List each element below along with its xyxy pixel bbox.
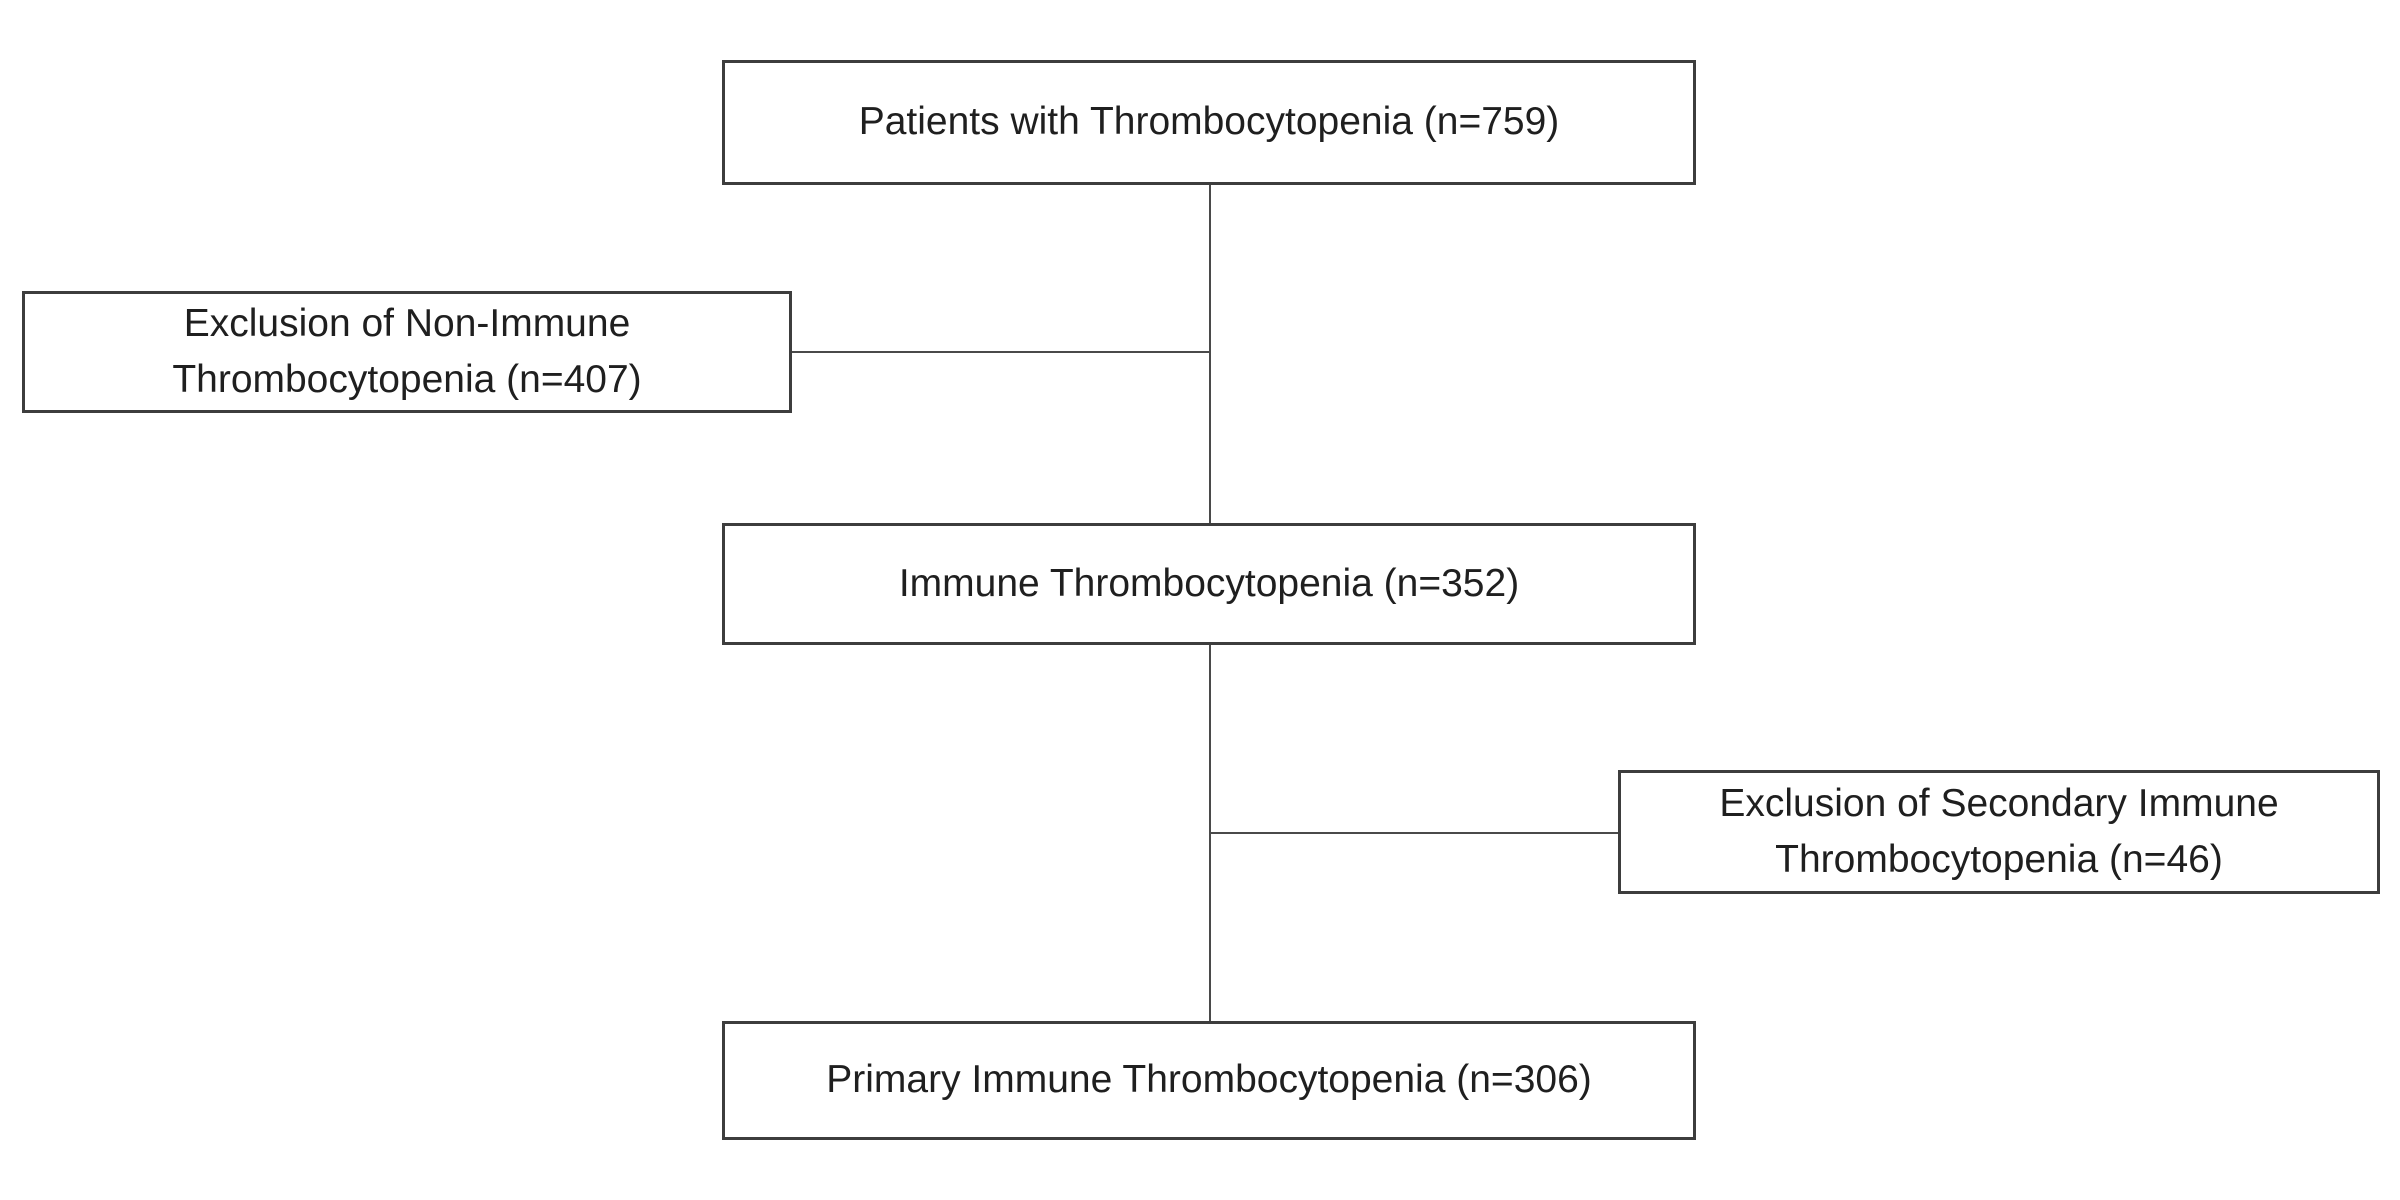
connector-immune-to-primary [1209, 645, 1211, 1021]
node-label-line: Immune Thrombocytopenia (n=352) [898, 561, 1520, 605]
node-exclusion-secondary-immune-label: Exclusion of Secondary Immune Thrombocyt… [1621, 776, 2377, 888]
node-exclusion-secondary-immune: Exclusion of Secondary Immune Thrombocyt… [1618, 770, 2380, 894]
connector-branch-secondary-exclusion [1211, 832, 1618, 834]
node-patients-total: Patients with Thrombocytopenia (n=759) [722, 60, 1696, 185]
node-immune-thrombocytopenia: Immune Thrombocytopenia (n=352) [722, 523, 1696, 645]
node-exclusion-non-immune: Exclusion of Non-Immune Thrombocytopenia… [22, 291, 792, 413]
node-label-line: Exclusion of Secondary Immune [1719, 781, 2279, 825]
node-label-line: Thrombocytopenia (n=46) [1775, 838, 2223, 881]
connector-total-to-immune [1209, 185, 1211, 523]
node-primary-immune-thrombocytopenia: Primary Immune Thrombocytopenia (n=306) [722, 1021, 1696, 1140]
node-exclusion-non-immune-label: Exclusion of Non-Immune Thrombocytopenia… [25, 296, 789, 408]
node-label-line: Exclusion of Non-Immune [183, 301, 631, 345]
node-label-line: Primary Immune Thrombocytopenia (n=306) [826, 1058, 1592, 1102]
node-label-line: Thrombocytopenia (n=407) [172, 358, 642, 401]
node-patients-total-label: Patients with Thrombocytopenia (n=759) [725, 94, 1693, 150]
node-label-line: Patients with Thrombocytopenia (n=759) [858, 100, 1560, 144]
connector-branch-non-immune-exclusion [792, 351, 1209, 353]
node-primary-immune-thrombocytopenia-label: Primary Immune Thrombocytopenia (n=306) [725, 1052, 1693, 1108]
node-immune-thrombocytopenia-label: Immune Thrombocytopenia (n=352) [725, 556, 1693, 612]
